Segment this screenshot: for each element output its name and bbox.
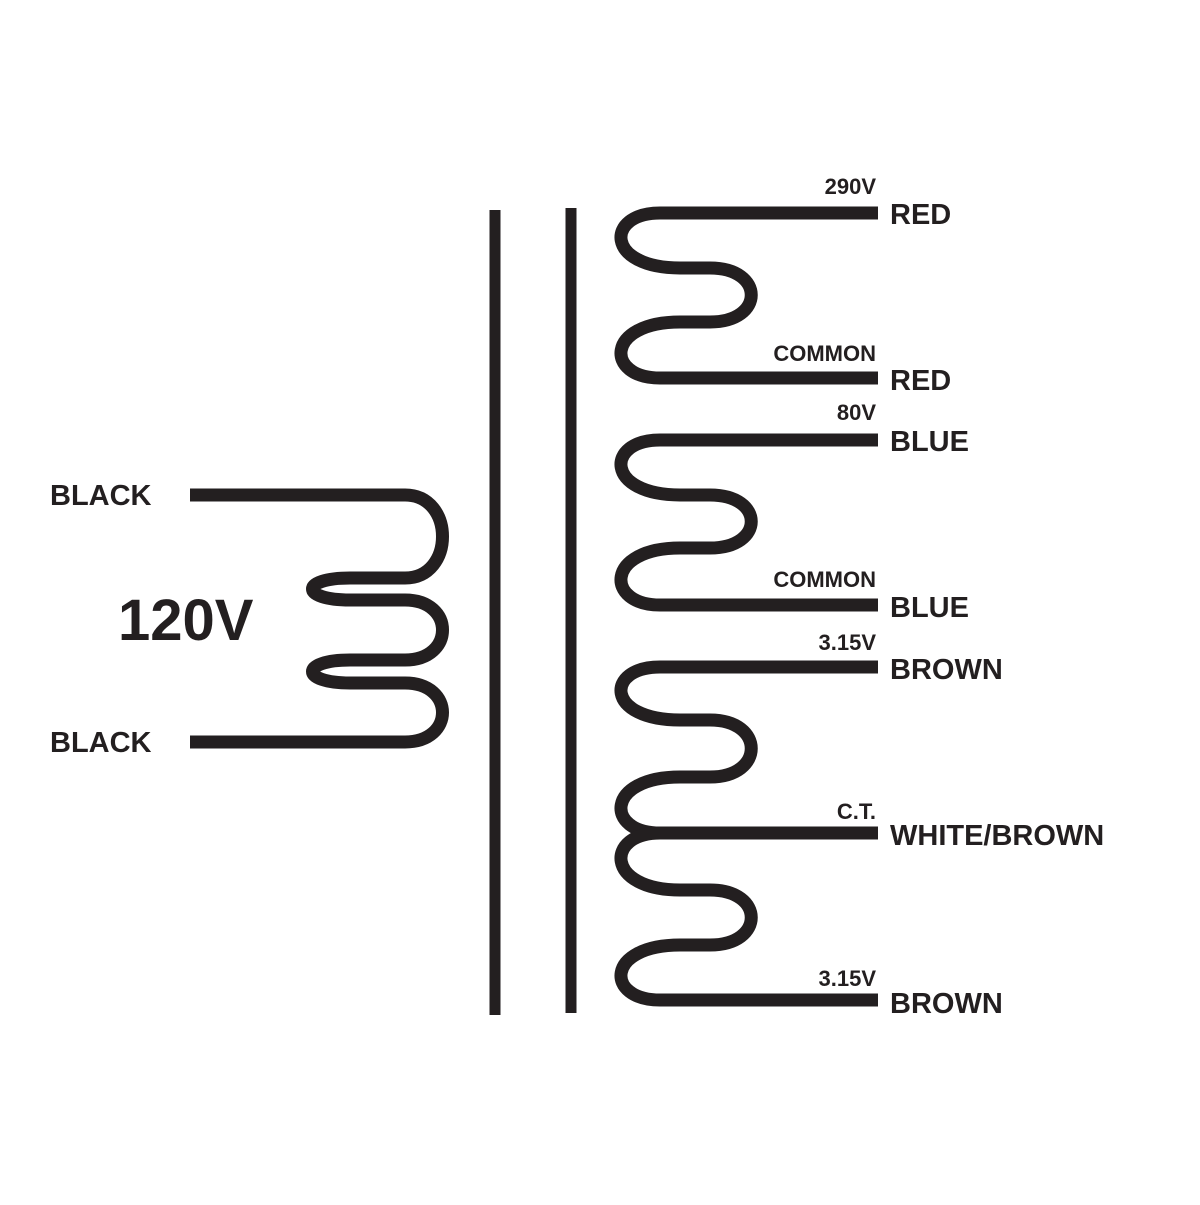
primary-bottom-wire-label: BLACK (50, 727, 152, 759)
blue-bottom-wire-label: BLUE (890, 592, 969, 624)
center-tap-label: C.T. (837, 799, 876, 824)
brown-bottom-wire-label: BROWN (890, 988, 1003, 1020)
secondary-winding-brown (614, 660, 878, 1007)
blue-top-tap-label: 80V (837, 400, 876, 425)
red-bottom-wire-label: RED (890, 365, 951, 397)
center-tap-wire-label: WHITE/BROWN (890, 820, 1104, 852)
brown-top-tap-label: 3.15V (819, 630, 877, 655)
primary-winding (190, 488, 449, 749)
blue-bottom-tap-label: COMMON (773, 567, 876, 592)
primary-voltage-label: 120V (118, 588, 254, 653)
blue-top-wire-label: BLUE (890, 426, 969, 458)
secondary-winding-red (614, 206, 878, 385)
primary-top-wire-label: BLACK (50, 480, 152, 512)
brown-top-wire-label: BROWN (890, 654, 1003, 686)
brown-bottom-tap-label: 3.15V (819, 966, 877, 991)
red-top-wire-label: RED (890, 199, 951, 231)
red-bottom-tap-label: COMMON (773, 341, 876, 366)
secondary-winding-blue (614, 433, 878, 612)
red-top-tap-label: 290V (825, 174, 877, 199)
